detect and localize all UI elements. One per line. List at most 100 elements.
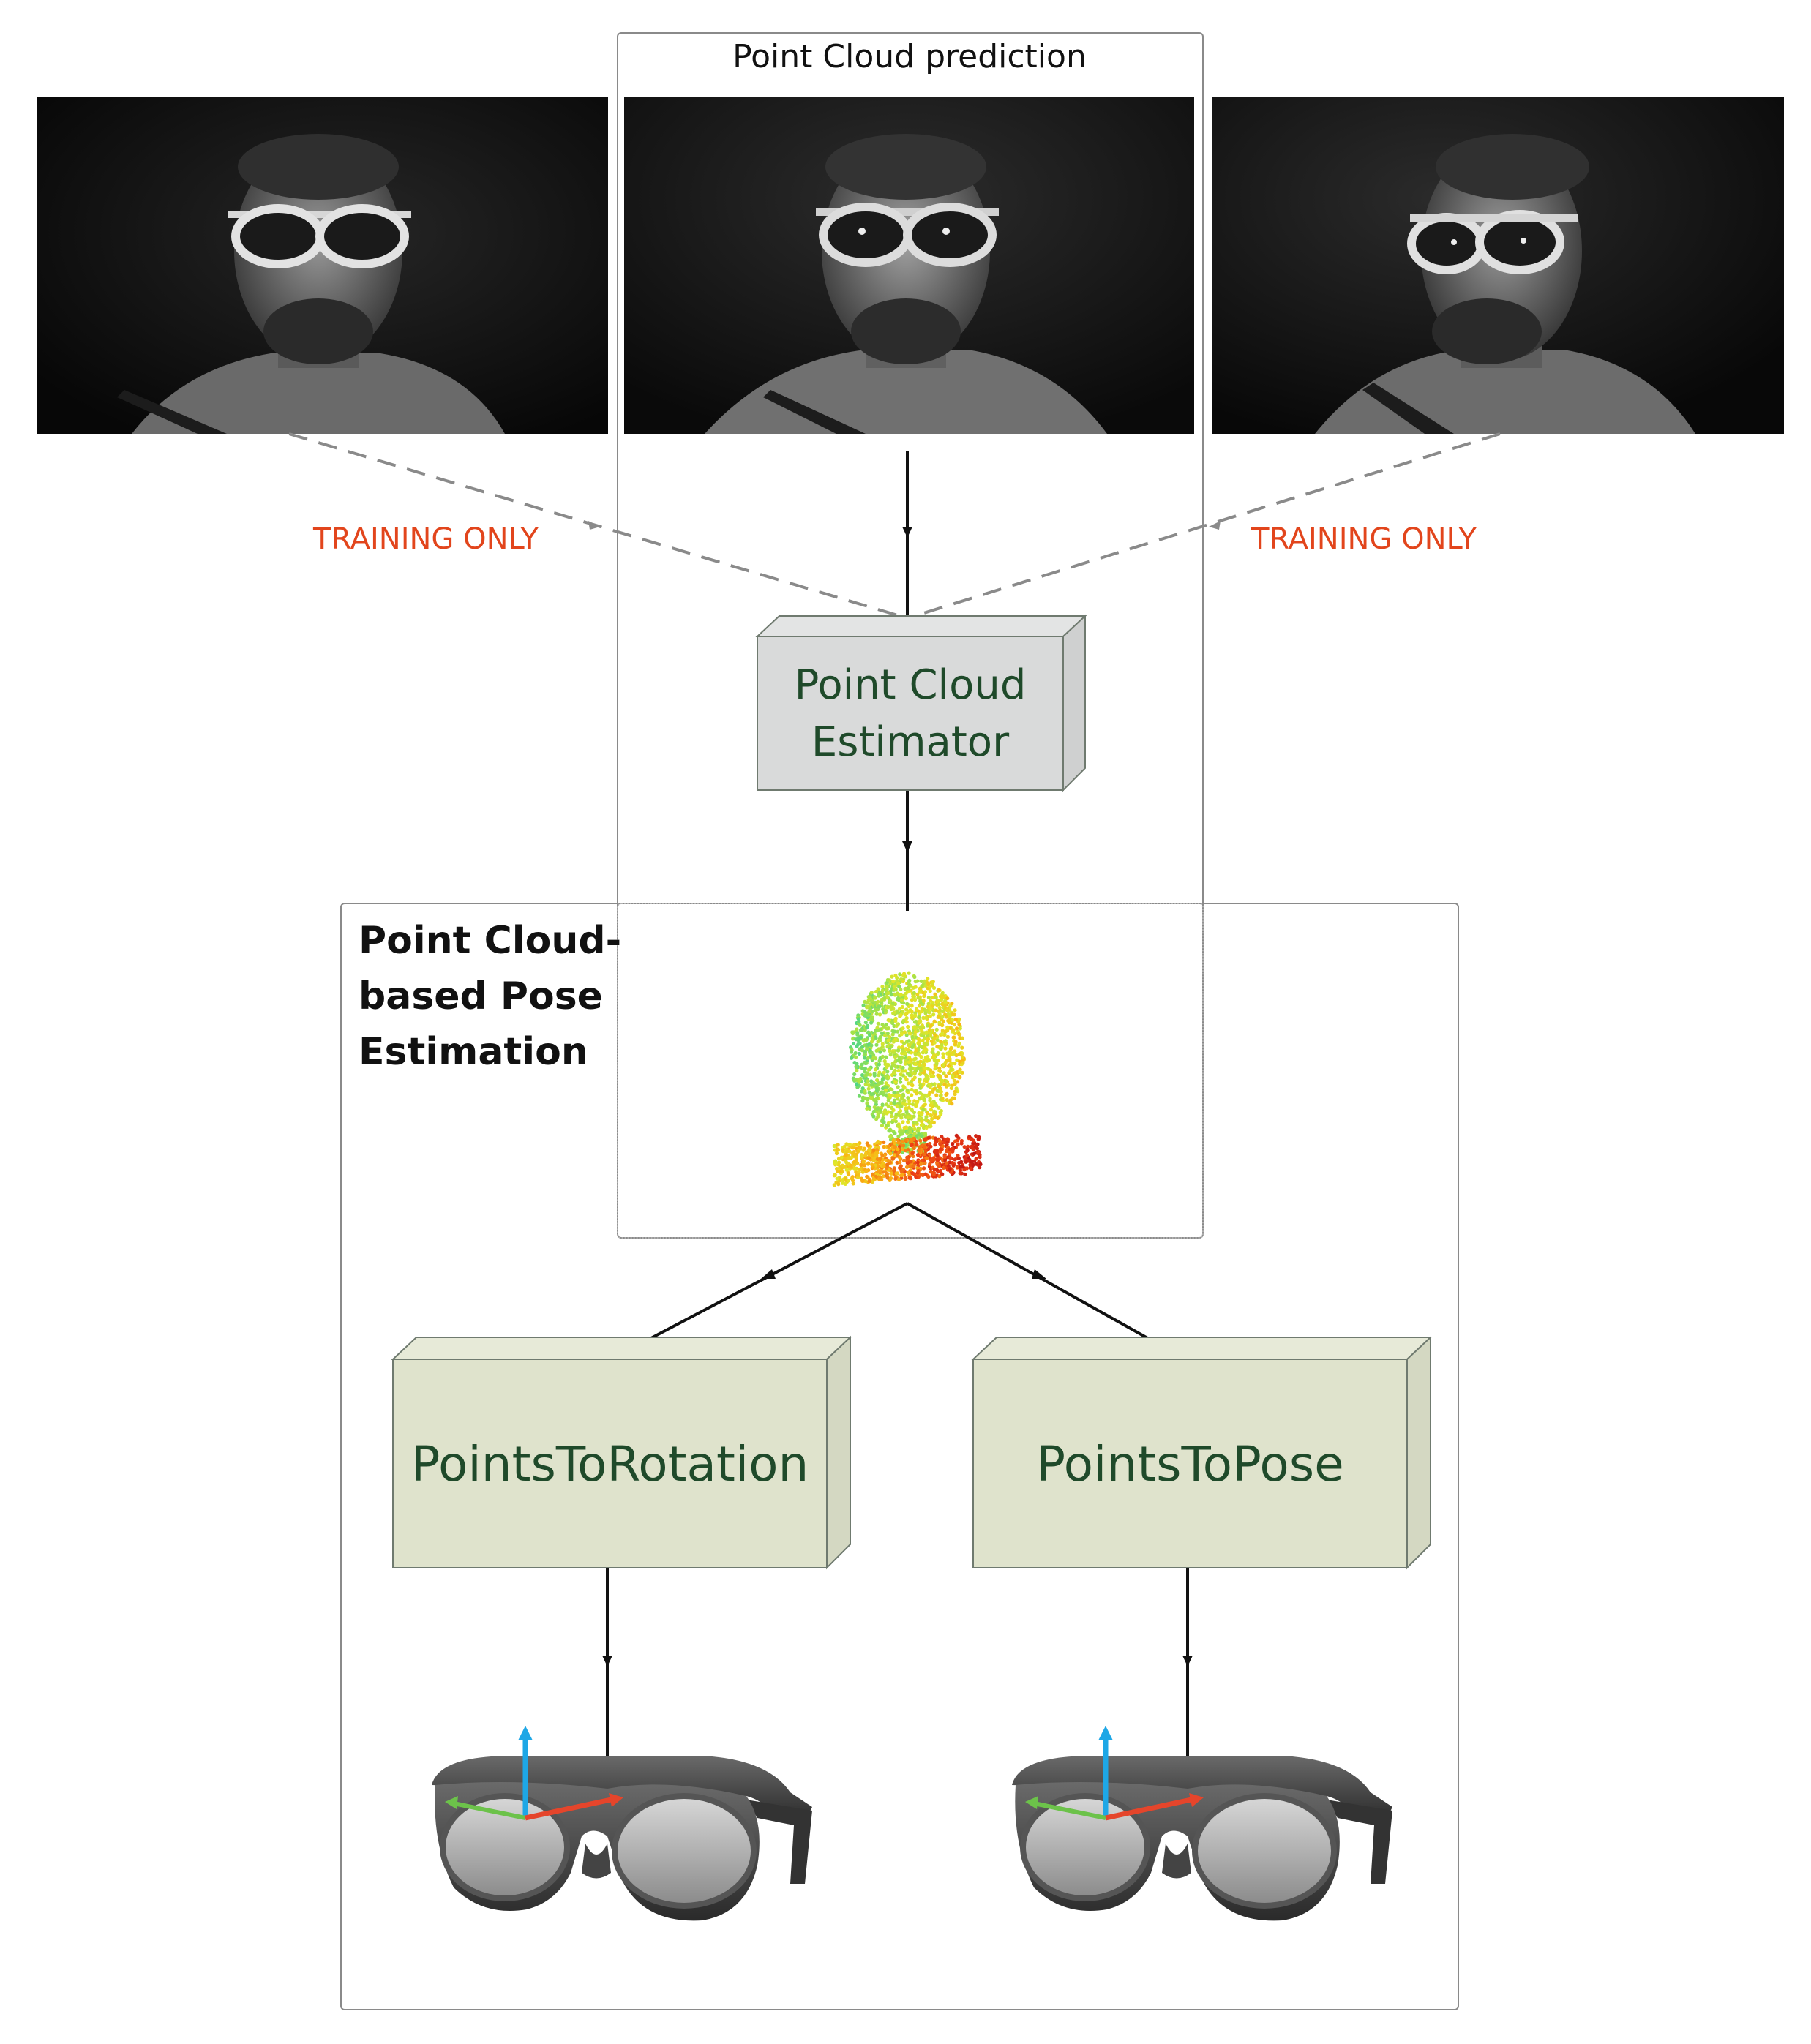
point-cloud-point — [912, 1099, 917, 1103]
point-cloud-point — [903, 1062, 907, 1066]
point-cloud-point — [914, 1048, 919, 1053]
point-cloud-point — [876, 1139, 880, 1144]
point-cloud-point — [874, 1042, 879, 1047]
point-cloud-point — [855, 1068, 859, 1073]
point-cloud-point — [870, 1162, 874, 1167]
section-title-line1: Point Cloud- — [359, 919, 622, 963]
point-cloud-point — [923, 1066, 927, 1070]
point-cloud-point — [885, 1123, 890, 1128]
point-cloud-point — [885, 1176, 890, 1180]
point-cloud-point — [918, 1062, 922, 1067]
point-cloud-point — [882, 1140, 886, 1144]
point-cloud-point — [870, 1010, 874, 1014]
point-cloud-point — [963, 1157, 967, 1161]
point-cloud-point — [953, 1008, 957, 1012]
point-cloud-point — [912, 1075, 917, 1080]
point-cloud-point — [841, 1148, 845, 1152]
point-cloud-point — [895, 1171, 899, 1176]
point-cloud-point — [861, 1159, 866, 1163]
point-cloud-point — [863, 1073, 868, 1078]
point-cloud-point — [880, 1123, 885, 1128]
point-cloud-point — [948, 1047, 953, 1051]
point-cloud-point — [880, 1042, 885, 1046]
point-cloud-point — [884, 1062, 888, 1067]
point-cloud-point — [858, 1167, 862, 1171]
point-cloud-point — [866, 1000, 870, 1004]
point-cloud-point — [922, 1152, 926, 1157]
point-cloud-point — [924, 1115, 929, 1119]
point-cloud-point — [863, 1060, 867, 1064]
point-cloud-point — [964, 1166, 969, 1171]
point-cloud-point — [868, 1033, 872, 1037]
point-cloud-point — [943, 1003, 948, 1007]
point-cloud-point — [883, 1170, 888, 1174]
point-cloud-point — [929, 1108, 933, 1112]
point-cloud-point — [863, 1066, 867, 1071]
point-cloud-point — [938, 1141, 942, 1146]
point-cloud-point — [916, 1168, 921, 1173]
point-cloud-point — [864, 1037, 869, 1042]
point-cloud-point — [889, 1007, 893, 1012]
point-cloud-point — [939, 1047, 943, 1051]
point-cloud-point — [941, 1055, 945, 1059]
point-cloud-point — [889, 1171, 893, 1176]
cloud-to-pose-connector — [907, 1202, 1150, 1340]
point-cloud-point — [907, 978, 912, 982]
point-cloud-point — [904, 1165, 910, 1169]
point-cloud-point — [906, 1048, 910, 1052]
point-cloud-point — [905, 1155, 910, 1160]
point-cloud-point — [945, 1025, 950, 1029]
point-cloud-point — [918, 1059, 923, 1064]
point-cloud-point — [928, 985, 932, 989]
point-cloud-point — [934, 1008, 939, 1012]
point-cloud-point — [853, 1078, 858, 1082]
point-cloud-point — [953, 1042, 958, 1047]
left-training-only-label: TRAINING ONLY — [313, 522, 539, 556]
point-cloud-point — [900, 1132, 904, 1136]
point-cloud-point — [879, 1046, 883, 1051]
point-cloud-point — [953, 1157, 957, 1162]
point-cloud-point — [918, 999, 923, 1003]
point-cloud-point — [890, 1087, 894, 1092]
point-cloud-point — [931, 1012, 936, 1017]
point-cloud-point — [909, 1160, 913, 1164]
point-cloud-point — [901, 1129, 905, 1133]
point-cloud-point — [874, 1012, 879, 1016]
point-cloud-point — [931, 995, 935, 1000]
point-cloud-point — [948, 1059, 952, 1063]
point-cloud-point — [923, 1048, 927, 1053]
point-cloud-point — [885, 1162, 890, 1167]
point-cloud-point — [920, 1029, 924, 1033]
point-cloud-point — [867, 1067, 872, 1072]
point-cloud-point — [943, 1039, 948, 1043]
point-cloud-point — [901, 1084, 906, 1089]
point-cloud-point — [949, 1067, 953, 1071]
point-cloud-point — [851, 1181, 855, 1186]
point-cloud-point — [863, 1010, 867, 1014]
point-cloud-point — [877, 1073, 881, 1078]
point-cloud-point — [898, 1064, 902, 1069]
point-cloud-point — [943, 1157, 948, 1162]
point-cloud-point — [860, 1179, 865, 1183]
point-cloud-point — [882, 1144, 886, 1149]
point-cloud-point — [945, 1161, 949, 1165]
point-cloud-point — [904, 1110, 909, 1114]
point-cloud-point — [836, 1157, 841, 1161]
point-cloud-point — [932, 1037, 937, 1041]
point-cloud-point — [907, 1099, 912, 1103]
point-cloud-point — [925, 1156, 929, 1160]
point-cloud-point — [947, 1168, 951, 1172]
point-cloud-point — [928, 1014, 932, 1018]
point-cloud-point — [918, 1083, 923, 1087]
point-cloud-point — [885, 1070, 890, 1074]
point-cloud-point — [948, 1156, 953, 1160]
point-cloud-point — [834, 1151, 839, 1156]
ar-glasses-icon-pose — [1012, 1756, 1392, 1921]
point-cloud-point — [866, 995, 871, 999]
point-cloud-point — [901, 1143, 906, 1148]
point-cloud-point — [901, 1092, 905, 1097]
point-cloud-point — [913, 980, 918, 984]
point-cloud-point — [960, 1045, 964, 1050]
point-cloud-point — [852, 1159, 858, 1163]
point-cloud-point — [970, 1144, 974, 1149]
